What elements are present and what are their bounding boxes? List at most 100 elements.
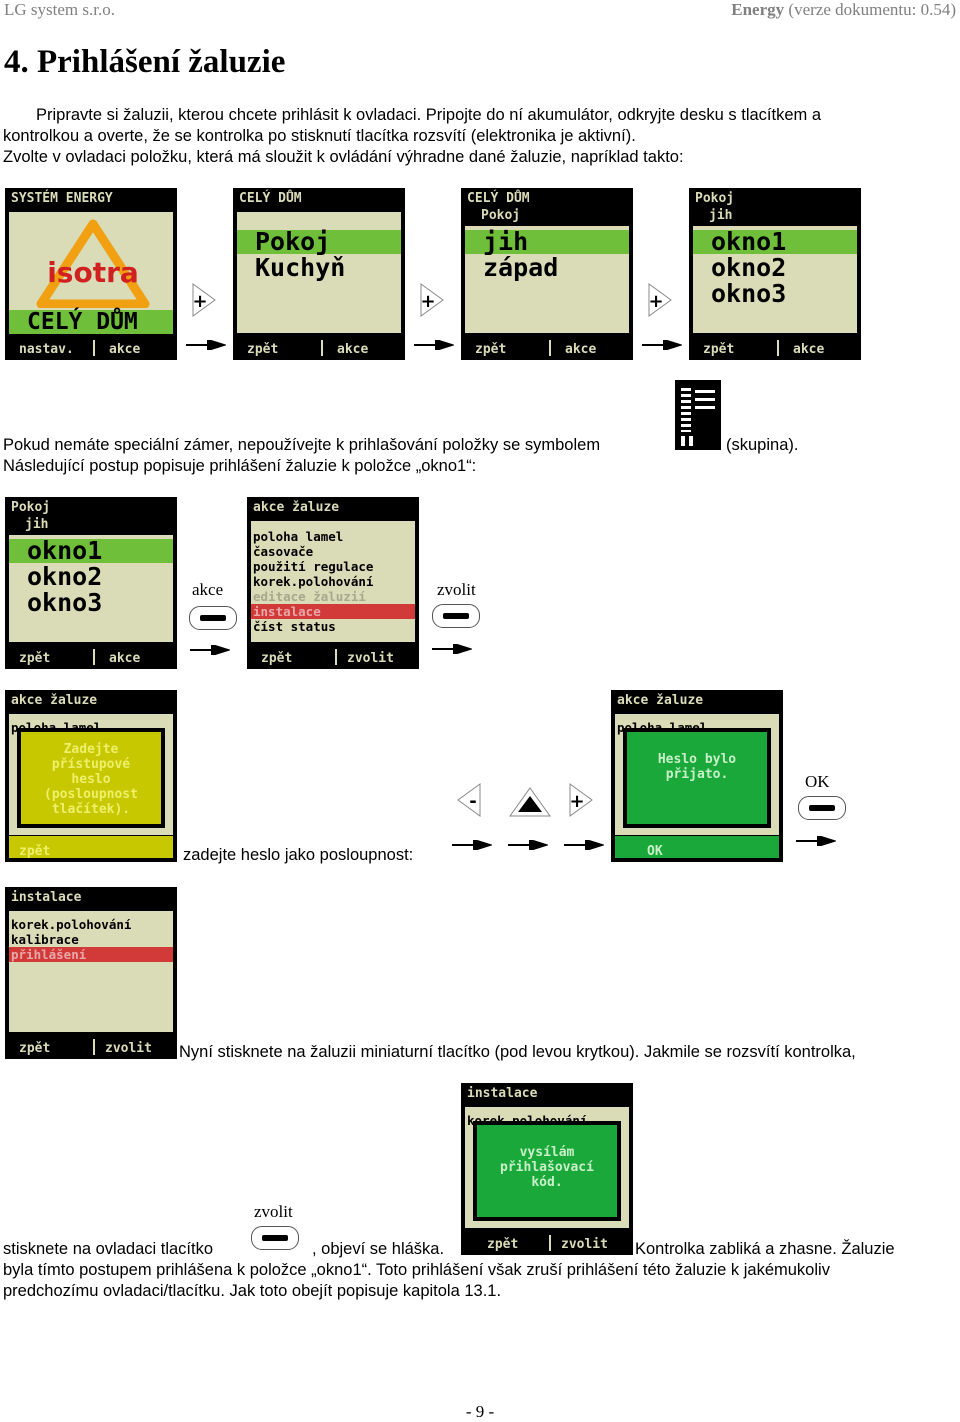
screen-subtitle: Pokoj bbox=[481, 208, 521, 223]
list-item[interactable]: jih bbox=[465, 229, 629, 254]
menu-item[interactable]: použití regulace bbox=[253, 559, 374, 574]
row5-line-2: byla tímto postupem prihlášena k položce… bbox=[3, 1261, 830, 1279]
softkey-left[interactable]: zpět bbox=[19, 1041, 51, 1056]
softkey-left[interactable]: zpět bbox=[487, 1237, 519, 1252]
arrow-right-icon bbox=[186, 340, 226, 350]
screen-system-energy: SYSTÉM ENERGY isotra CELÝ DŮM nastav. ak… bbox=[5, 188, 177, 360]
list-item[interactable]: CELÝ DŮM bbox=[9, 310, 173, 334]
menu-item[interactable]: číst status bbox=[253, 619, 336, 634]
softkey-divider bbox=[321, 340, 323, 356]
menu-item[interactable]: editace žaluzií bbox=[253, 589, 366, 604]
screen-jih: Pokoj jih okno1 okno2 okno3 zpět akce bbox=[689, 188, 861, 360]
softkey-divider bbox=[549, 340, 551, 356]
arrow-right-icon bbox=[414, 340, 454, 350]
list-item[interactable]: okno2 bbox=[27, 562, 103, 591]
softkey-divider bbox=[93, 1039, 95, 1055]
list-item[interactable]: západ bbox=[483, 253, 559, 282]
password-instruction: zadejte heslo jako posloupnost: bbox=[183, 846, 414, 864]
softkey-bar bbox=[615, 836, 779, 858]
softkey-left[interactable]: zpět bbox=[19, 651, 51, 666]
screen-title: CELÝ DŮM bbox=[467, 191, 530, 206]
group-note-before: Pokud nemáte speciální zámer, nepoužívej… bbox=[3, 436, 601, 454]
list-item[interactable]: okno1 bbox=[9, 538, 173, 563]
screen-password-prompt: akce žaluze poloha lamel Zadejte přístup… bbox=[5, 690, 177, 862]
popup-line: tlačítek). bbox=[51, 802, 131, 817]
popup-line: vysílám bbox=[519, 1145, 575, 1160]
group-note-after: (skupina). bbox=[726, 436, 799, 454]
softkey-divider bbox=[335, 649, 337, 665]
zvolit-key-icon bbox=[251, 1226, 299, 1250]
plus-key-icon: + bbox=[569, 783, 593, 817]
popup-line: kód. bbox=[531, 1175, 563, 1190]
softkey-left[interactable]: zpět bbox=[19, 844, 51, 859]
svg-text:+: + bbox=[420, 291, 435, 312]
zvolit-label: zvolit bbox=[254, 1202, 293, 1221]
password-popup: Zadejte přístupové heslo (posloupnost tl… bbox=[17, 728, 165, 828]
popup-line: Heslo bylo bbox=[657, 752, 737, 767]
arrow-right-icon bbox=[452, 840, 492, 850]
softkey-left[interactable]: zpět bbox=[703, 342, 735, 357]
screen-title: instalace bbox=[11, 890, 82, 905]
softkey-bar bbox=[9, 836, 173, 858]
softkey-left[interactable]: zpět bbox=[247, 342, 279, 357]
menu-item[interactable]: korek.polohování bbox=[253, 574, 374, 589]
header-version: Energy (verze dokumentu: 0.54) bbox=[731, 0, 956, 20]
list-item[interactable]: Kuchyň bbox=[255, 253, 346, 282]
screen-area: okno1 okno2 okno3 bbox=[693, 226, 857, 333]
screen-title: instalace bbox=[467, 1086, 538, 1101]
list-item[interactable]: Pokoj bbox=[237, 229, 401, 254]
screen-area: korek.polohování kalibrace přihlášení bbox=[9, 911, 173, 1032]
menu-item-selected[interactable]: instalace bbox=[251, 604, 415, 619]
plus-key-icon: + bbox=[420, 283, 444, 317]
zvolit-label: zvolit bbox=[437, 580, 476, 599]
popup-line: přijato. bbox=[665, 767, 729, 782]
menu-item[interactable]: kalibrace bbox=[11, 932, 79, 947]
list-item[interactable]: okno2 bbox=[711, 253, 787, 282]
screen-title: SYSTÉM ENERGY bbox=[11, 191, 113, 206]
popup-line: Zadejte bbox=[63, 742, 119, 757]
logo-text: isotra bbox=[47, 256, 139, 289]
screen-password-accepted: akce žaluze poloha lamel Heslo bylo přij… bbox=[611, 690, 783, 862]
screen-jih-list: Pokoj jih okno1 okno2 okno3 zpět akce bbox=[5, 497, 177, 669]
akce-key-icon bbox=[189, 606, 237, 630]
minus-key-icon: - bbox=[457, 783, 481, 817]
softkey-right[interactable]: zvolit bbox=[561, 1237, 608, 1252]
softkey-right[interactable]: zvolit bbox=[105, 1041, 152, 1056]
softkey-left[interactable]: zpět bbox=[261, 651, 293, 666]
intro-line-2: kontrolkou a overte, že se kontrolka po … bbox=[3, 127, 636, 145]
screen-area: Pokoj Kuchyň bbox=[237, 212, 401, 333]
softkey-left[interactable]: zpět bbox=[475, 342, 507, 357]
list-item[interactable]: okno1 bbox=[693, 229, 857, 254]
menu-item[interactable]: poloha lamel bbox=[253, 529, 344, 544]
menu-item[interactable]: časovače bbox=[253, 544, 314, 559]
softkey-right[interactable]: akce bbox=[793, 342, 825, 357]
softkey-right[interactable]: akce bbox=[337, 342, 369, 357]
softkey-right[interactable]: akce bbox=[565, 342, 597, 357]
screen-title: CELÝ DŮM bbox=[239, 191, 302, 206]
list-item[interactable]: okno3 bbox=[711, 279, 787, 308]
sending-popup: vysílám přihlašovací kód. bbox=[473, 1121, 621, 1221]
menu-item-selected[interactable]: přihlášení bbox=[9, 947, 173, 962]
group-note-line-2: Následující postup popisuje prihlášení ž… bbox=[3, 457, 477, 475]
softkey-divider bbox=[549, 1235, 551, 1251]
header-product: Energy bbox=[731, 0, 785, 19]
isotra-logo-icon: isotra bbox=[36, 219, 150, 308]
softkey-left[interactable]: OK bbox=[647, 844, 663, 859]
softkey-left[interactable]: nastav. bbox=[19, 342, 74, 357]
plus-key-icon: + bbox=[648, 283, 672, 317]
arrow-right-icon bbox=[796, 836, 836, 846]
softkey-divider bbox=[93, 649, 95, 665]
screen-sending: instalace korek.polohování vysílám přihl… bbox=[461, 1083, 633, 1255]
svg-text:+: + bbox=[648, 291, 663, 312]
popup-line: heslo bbox=[71, 772, 111, 787]
screen-area: jih západ bbox=[465, 226, 629, 333]
softkey-right[interactable]: zvolit bbox=[347, 651, 394, 666]
list-item[interactable]: okno3 bbox=[27, 588, 103, 617]
softkey-right[interactable]: akce bbox=[109, 651, 141, 666]
menu-item[interactable]: korek.polohování bbox=[11, 917, 132, 932]
softkey-divider bbox=[777, 340, 779, 356]
row5-text-a: stisknete na ovladaci tlacítko bbox=[3, 1240, 214, 1258]
softkey-divider bbox=[93, 340, 95, 356]
screen-title: akce žaluze bbox=[11, 693, 98, 708]
softkey-right[interactable]: akce bbox=[109, 342, 141, 357]
